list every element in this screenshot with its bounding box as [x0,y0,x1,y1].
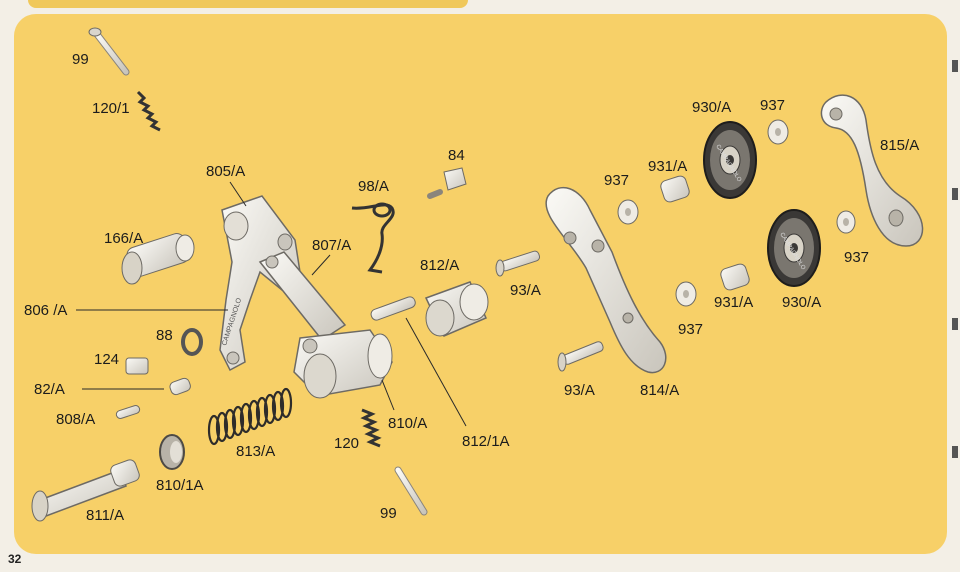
part-812a-knurled-cylinder [424,281,489,337]
part-810-1a-cap [159,434,185,470]
part-99-bolt-bottom [394,466,428,516]
part-807a-link [258,251,347,342]
part-98a-spring [351,202,395,274]
label-811a: 811/A [86,507,124,524]
label-166a: 166/A [104,230,143,247]
part-84-screw [427,167,467,199]
label-937-b: 937 [760,97,785,114]
label-82a: 82/A [34,381,65,398]
part-937-washer-b [767,119,789,145]
page-number: 32 [8,552,22,566]
part-931a-bushing-top [660,175,690,203]
part-931a-bushing-bottom [720,263,750,291]
part-814a-inner-cage [545,186,667,374]
label-810a: 810/A [388,415,427,432]
label-99-top: 99 [72,51,89,68]
label-93a-bottom: 93/A [564,382,595,399]
label-813a: 813/A [236,443,275,460]
part-808a-pin [115,405,141,419]
label-99-bottom: 99 [380,505,397,522]
label-937-d: 937 [678,321,703,338]
part-805a-body [219,195,301,372]
part-937-washer-a [617,199,639,225]
part-93a-bolt-top [495,250,541,277]
part-937-washer-d [675,281,697,307]
label-93a-top: 93/A [510,282,541,299]
label-812a: 812/A [420,257,459,274]
part-812-1a-pin [370,296,416,321]
label-815a: 815/A [880,137,919,154]
part-937-washer-c [836,210,856,234]
part-930a-pulley-top [703,121,757,199]
part-124-nut [125,357,149,375]
leader-lines [76,181,467,427]
label-98a: 98/A [358,178,389,195]
label-808a: 808/A [56,411,95,428]
part-88-clip [181,328,203,356]
label-84: 84 [448,147,465,164]
binding-edge-mark [952,446,958,458]
label-120: 120 [334,435,359,452]
label-814a: 814/A [640,382,679,399]
label-805a: 805/A [206,163,245,180]
label-810-1a: 810/1A [156,477,204,494]
header-tab-strip [28,0,468,8]
label-937-a: 937 [604,172,629,189]
binding-edge-mark [952,188,958,200]
part-120-1-spring [136,90,161,132]
binding-edge-mark [952,60,958,72]
part-811a-axle-bolt [31,459,140,522]
part-810a-barrel [293,329,393,399]
label-807a: 807/A [312,237,351,254]
label-937-c: 937 [844,249,869,266]
part-813a-spring [207,387,293,446]
label-812-1a: 812/1A [462,433,510,450]
part-120-spring [360,408,382,448]
label-88: 88 [156,327,173,344]
part-82a-bushing [169,377,191,396]
label-806a: 806 /A [24,302,67,319]
part-93a-bolt-bottom [557,341,604,372]
binding-edge-mark [952,318,958,330]
label-930a-top: 930/A [692,99,731,116]
part-99-bolt-top [88,27,130,76]
label-120-1: 120/1 [92,100,130,117]
part-166a-axle [121,233,195,285]
label-931a-bottom: 931/A [714,294,753,311]
label-930a-bottom: 930/A [782,294,821,311]
part-930a-pulley-bottom [767,209,821,287]
part-815a-outer-cage [820,94,924,247]
label-931a-top: 931/A [648,158,687,175]
label-124: 124 [94,351,119,368]
